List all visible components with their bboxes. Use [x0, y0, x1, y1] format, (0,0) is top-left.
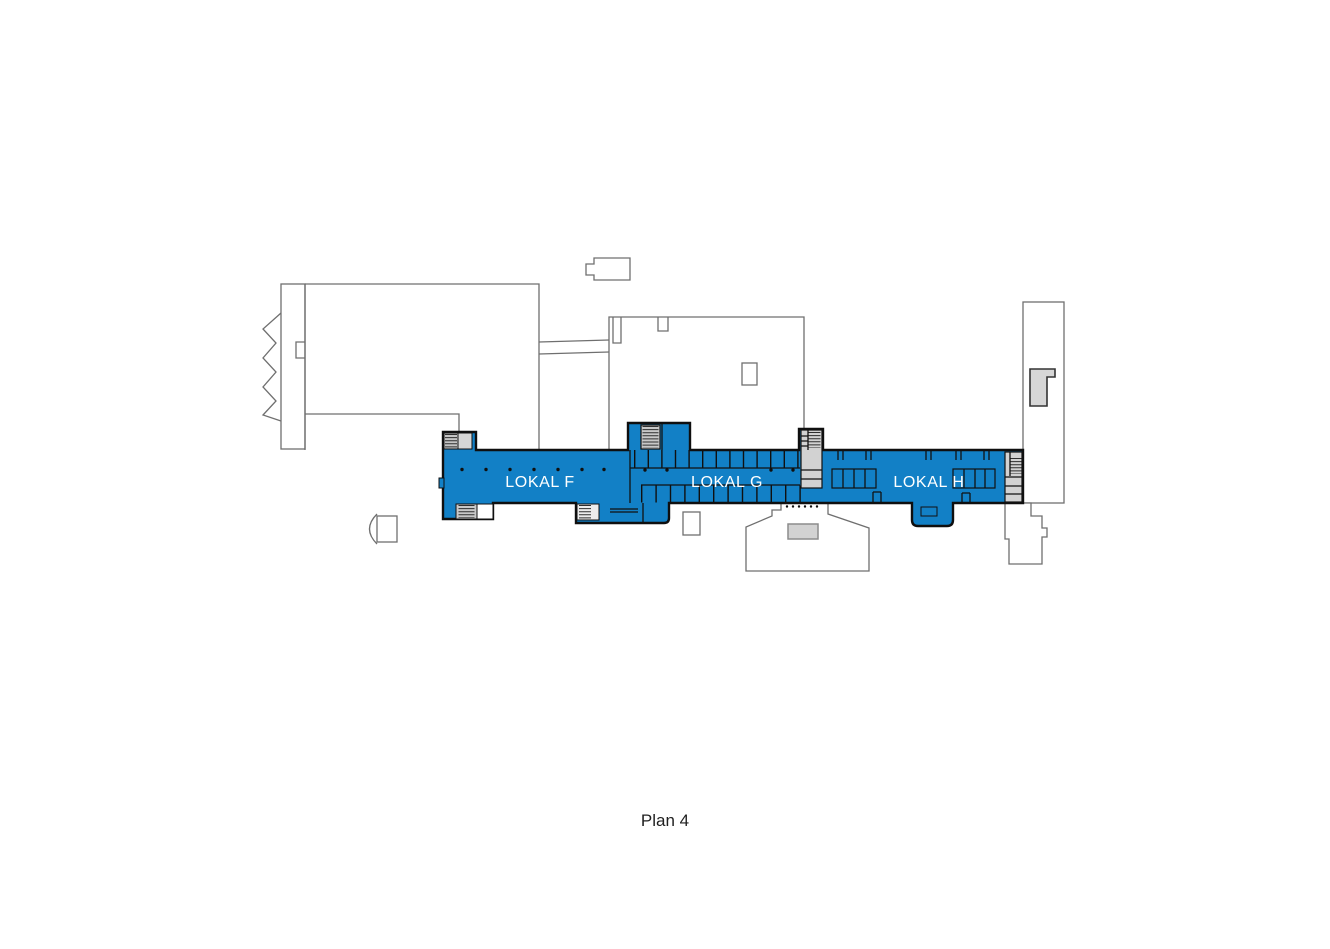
stair-core-g [640, 424, 663, 450]
cell-cluster-h-left [831, 468, 877, 489]
highlight-band-outline [441, 421, 1025, 528]
building-west-notch [295, 341, 305, 359]
door-ticks-h [837, 450, 990, 460]
corridor-walls-g [629, 450, 800, 503]
building-west-zigzag [261, 312, 282, 422]
band-left-bump [438, 477, 445, 489]
building-middle-top-notch [657, 317, 669, 332]
building-middle [608, 316, 805, 450]
zone-label-lokal-g: LOKAL G [691, 474, 763, 491]
stair-core-nw [443, 432, 473, 450]
building-middle-tab [612, 317, 622, 344]
entrance-box [376, 515, 398, 543]
stair-core-e [1004, 451, 1023, 503]
building-middle-shaft [741, 362, 758, 386]
column-dots [460, 467, 795, 472]
wall-stubs-h [872, 491, 971, 503]
cell-cluster-h-right [952, 468, 996, 489]
context-buildings [261, 257, 1065, 572]
pavilion-south-core [787, 523, 819, 540]
building-east-core [1029, 368, 1056, 407]
annex-southeast [1004, 502, 1048, 565]
plan-caption: Plan 4 [641, 811, 689, 830]
stair-core-gh [800, 429, 823, 489]
corridor-link-lines [538, 339, 610, 355]
protrusion-h-cell [920, 506, 938, 517]
entrance-door-swing [368, 513, 378, 545]
dotted-edge-marks [785, 505, 819, 508]
highlight-band: LOKAL F LOKAL G LOKAL H [438, 421, 1025, 528]
zone-label-lokal-h: LOKAL H [893, 474, 964, 491]
building-west-hall [304, 283, 540, 450]
building-west-strip [280, 283, 306, 450]
small-room-south [682, 511, 701, 536]
stair-core-s-mid [576, 503, 600, 521]
zone-label-lokal-f: LOKAL F [505, 474, 574, 491]
annex-plug-shape [585, 257, 631, 281]
stair-core-sw [455, 503, 494, 520]
protrusion-f-lines [610, 508, 638, 513]
